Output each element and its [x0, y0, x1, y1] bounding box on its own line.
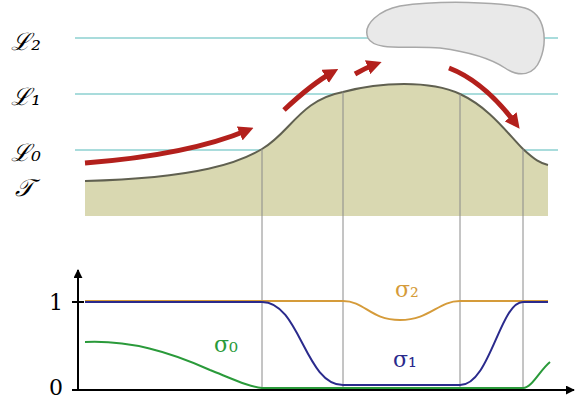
guide-line — [262, 149, 263, 390]
sigma0-curve — [85, 342, 550, 388]
axes — [72, 270, 574, 391]
wind-arrow — [355, 64, 376, 74]
wind-arrows — [85, 64, 516, 163]
guide-line — [343, 92, 344, 390]
layer-name: ℒ₀ — [11, 141, 41, 165]
sigma2-curve — [85, 301, 548, 320]
terrain-outline — [85, 84, 548, 181]
guide-line — [460, 94, 461, 390]
axis-tick-label: 0 — [49, 377, 63, 399]
curve-label: σ₂ — [395, 279, 419, 301]
cloud — [367, 2, 544, 73]
x-axis — [72, 389, 574, 391]
layer-name: ℒ₂ — [11, 30, 41, 54]
curve-label: σ₀ — [214, 334, 238, 356]
y-axis — [77, 270, 79, 391]
terrain-name: 𝒯 — [15, 176, 33, 200]
wind-arrow — [85, 130, 248, 163]
tick — [72, 301, 84, 303]
sigma1-curve — [85, 302, 548, 385]
guide-line — [523, 149, 524, 390]
layer-name: ℒ₁ — [11, 85, 41, 109]
wind-arrow — [449, 68, 516, 124]
guide-lines — [262, 92, 523, 390]
curve-label: σ₁ — [393, 349, 417, 371]
terrain-fill — [85, 84, 548, 216]
wind-arrow — [284, 72, 333, 110]
axis-tick-label: 1 — [49, 292, 63, 314]
